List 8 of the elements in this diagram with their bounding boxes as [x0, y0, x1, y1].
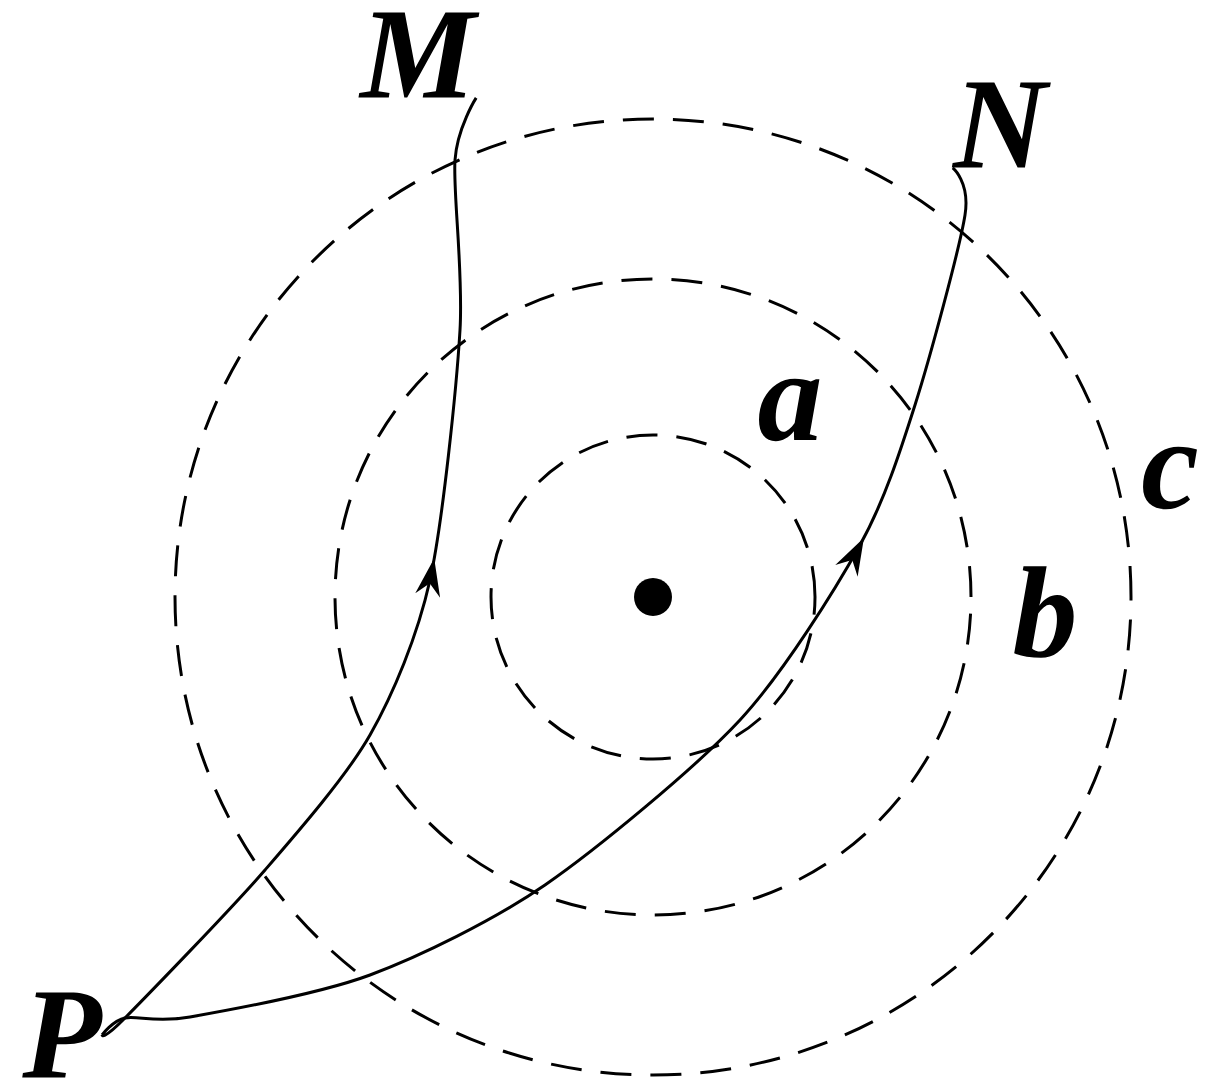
point-label: P: [22, 992, 103, 1078]
circle-label: b: [1014, 566, 1074, 658]
circle-label: a: [759, 378, 820, 442]
point-label: N: [951, 82, 1051, 168]
point-label: M: [358, 12, 480, 98]
trajectory-arrow: [101, 167, 968, 1037]
circle-label: c: [1143, 446, 1197, 510]
trajectory-arrow: [101, 97, 478, 1037]
